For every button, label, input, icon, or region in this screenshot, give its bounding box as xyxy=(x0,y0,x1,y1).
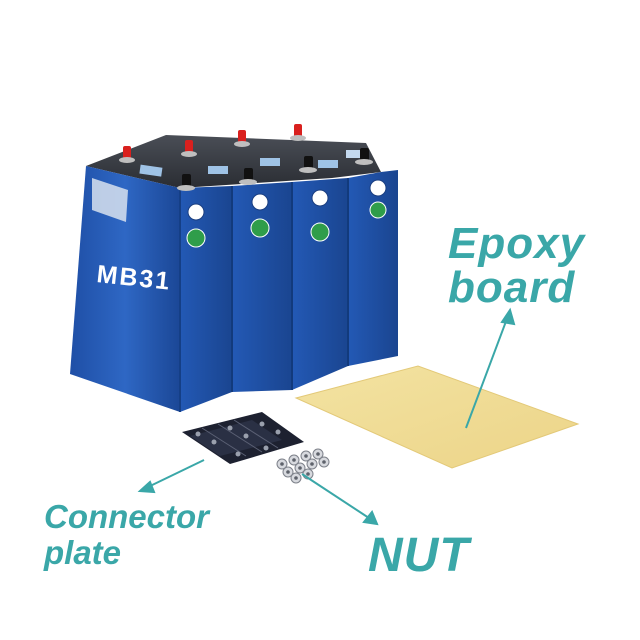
epoxy-board-label-line2: board xyxy=(448,263,576,312)
epoxy-board-label-line1: Epoxy xyxy=(448,219,586,268)
battery-cell-3 xyxy=(292,178,348,390)
black-terminals xyxy=(177,148,373,191)
connector-arrow xyxy=(145,459,205,489)
ce-mark-icon xyxy=(187,179,387,221)
battery-cell-1 xyxy=(180,186,232,412)
red-terminals xyxy=(119,124,306,163)
nuts xyxy=(276,448,330,484)
battery-cell-4 xyxy=(348,170,398,366)
battery-cells: MB31 xyxy=(70,124,398,412)
battery-cell-left xyxy=(70,166,180,412)
connector-plate-label-line1: Connector xyxy=(44,498,209,535)
qc-passed-sticker-icon xyxy=(186,201,387,248)
nut-arrow xyxy=(301,473,373,521)
nut-label: NUT xyxy=(368,529,470,582)
battery-cell-2 xyxy=(232,182,292,392)
connector-plate-label-line2: plate xyxy=(44,534,122,571)
epoxy-arrow xyxy=(465,315,509,429)
connector-plates xyxy=(182,412,304,464)
epoxy-board xyxy=(294,365,580,469)
